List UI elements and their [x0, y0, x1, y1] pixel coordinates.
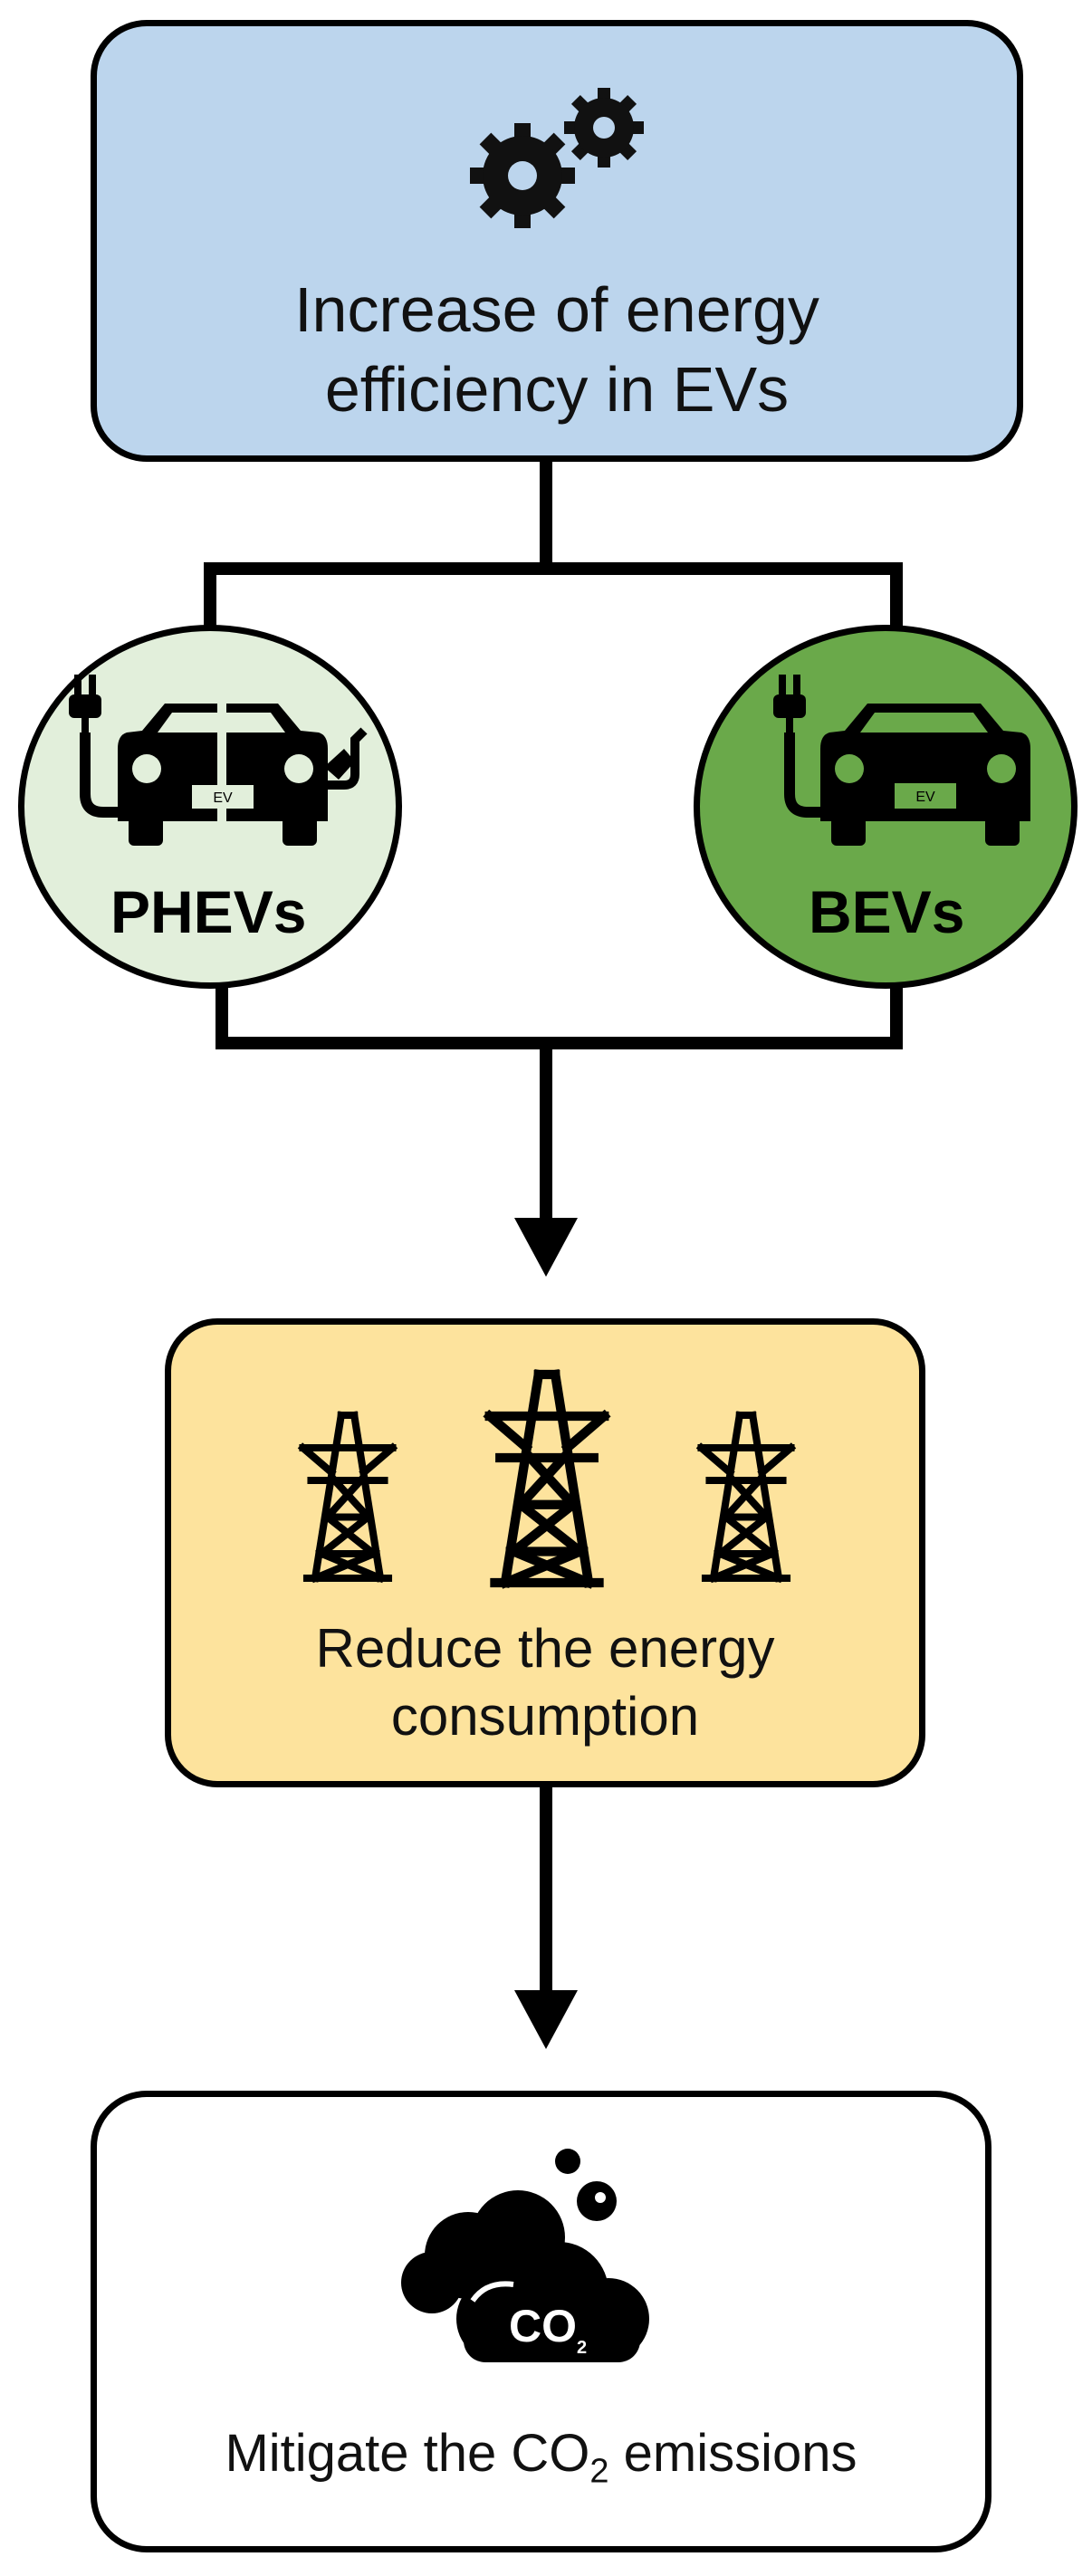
phev-plate-text: EV	[213, 790, 233, 806]
energy-consumption-label: Reduce the energy consumption	[315, 1618, 775, 1747]
co2-cloud-icon: CO 2	[401, 2149, 649, 2362]
connector-upper-branch	[204, 562, 903, 640]
power-tower-icon	[284, 1352, 809, 1596]
bev-label: BEVs	[809, 878, 965, 945]
cloud-co-text: CO	[509, 2301, 577, 2351]
co2-emissions-label: Mitigate the CO2 emissions	[97, 2421, 985, 2494]
cloud-subscript-text: 2	[577, 2338, 587, 2358]
arrow-head-1	[514, 1218, 578, 1277]
energy-efficiency-label: Increase of energy efficiency in EVs	[294, 274, 819, 425]
co2-label-prefix: Mitigate the CO	[225, 2424, 590, 2483]
co2-label-subscript: 2	[589, 2452, 609, 2491]
arrow-head-2	[514, 1990, 578, 2049]
electric-car-icon: EV	[773, 675, 1030, 846]
co2-label-suffix: emissions	[608, 2424, 857, 2483]
connector-lower-branch	[216, 976, 903, 1049]
bev-plate-text: EV	[915, 790, 935, 805]
energy-consumption-box: Reduce the energy consumption	[165, 1318, 925, 1787]
plug-in-hybrid-car-icon: EV	[69, 675, 368, 846]
energy-efficiency-box: Increase of energy efficiency in EVs	[91, 20, 1023, 462]
bev-circle: EV BEVs	[694, 625, 1078, 989]
phev-label: PHEVs	[110, 878, 307, 945]
co2-emissions-box: CO 2 Mitigate the CO2 emissions	[91, 2091, 991, 2552]
phev-circle: EV PHEVs	[18, 625, 402, 989]
gears-icon	[470, 88, 644, 228]
